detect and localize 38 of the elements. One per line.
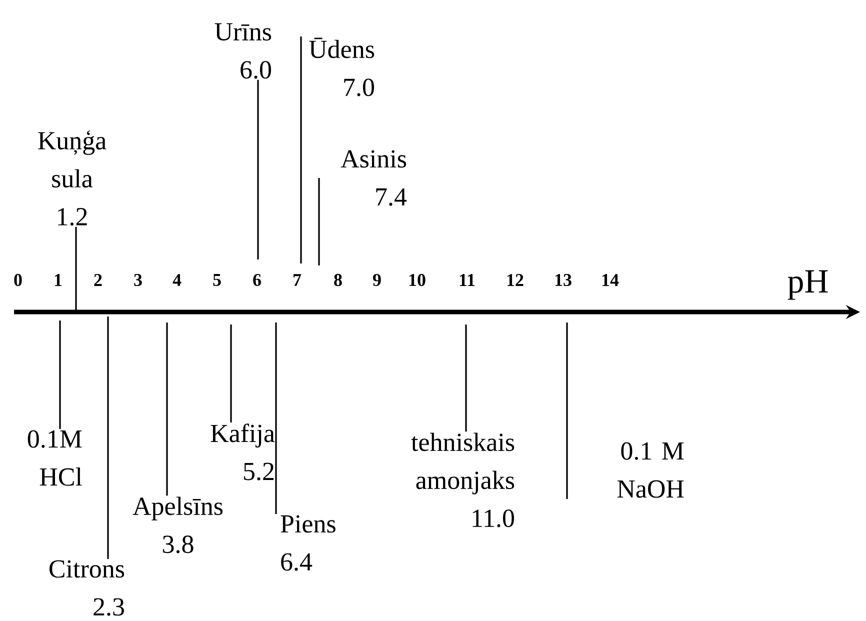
tick-label: 8 — [334, 274, 342, 286]
tick-label: 14 — [602, 274, 619, 286]
leader-line — [230, 324, 232, 422]
substance-label: Apelsīns 3.8 — [132, 496, 223, 554]
tick-label: 13 — [555, 274, 572, 286]
substance-label: tehniskais amonjaks 11.0 — [411, 432, 514, 528]
substance-label: Kuņģa sula 1.2 — [38, 130, 106, 226]
tick-label: 0 — [14, 274, 22, 286]
axis-label: pH — [788, 270, 828, 300]
tick-label: 10 — [409, 274, 426, 286]
tick-label: 4 — [172, 274, 182, 286]
leader-line — [300, 36, 302, 264]
leader-line — [566, 322, 568, 499]
tick-label: 1 — [54, 274, 62, 286]
leader-line — [318, 178, 320, 266]
substance-label: Piens 6.4 — [280, 515, 336, 571]
tick-label: 9 — [373, 274, 381, 286]
substance-label: Citrons 2.3 — [50, 560, 124, 616]
substance-label: 0.1 M NaOH — [617, 442, 684, 498]
leader-line — [275, 322, 277, 514]
substance-label: 0.1M HCl — [28, 430, 82, 486]
tick-label: 3 — [134, 274, 142, 286]
tick-label: 6 — [253, 274, 261, 286]
leader-line — [465, 324, 467, 432]
substance-label: Urīns 6.0 — [214, 23, 272, 79]
substance-label: Kafija 5.2 — [210, 424, 275, 480]
substance-label: Asinis 7.4 — [340, 150, 407, 206]
leader-line — [59, 320, 61, 430]
leader-line — [75, 226, 77, 312]
tick-label: 2 — [94, 274, 102, 286]
leader-line — [107, 316, 109, 560]
leader-line — [257, 80, 259, 260]
leader-line — [166, 322, 168, 496]
tick-label: 12 — [507, 274, 524, 286]
substance-label: Ūdens 7.0 — [309, 38, 374, 96]
tick-label: 7 — [294, 274, 302, 286]
tick-label: 11 — [460, 274, 475, 286]
tick-label: 5 — [213, 274, 221, 286]
